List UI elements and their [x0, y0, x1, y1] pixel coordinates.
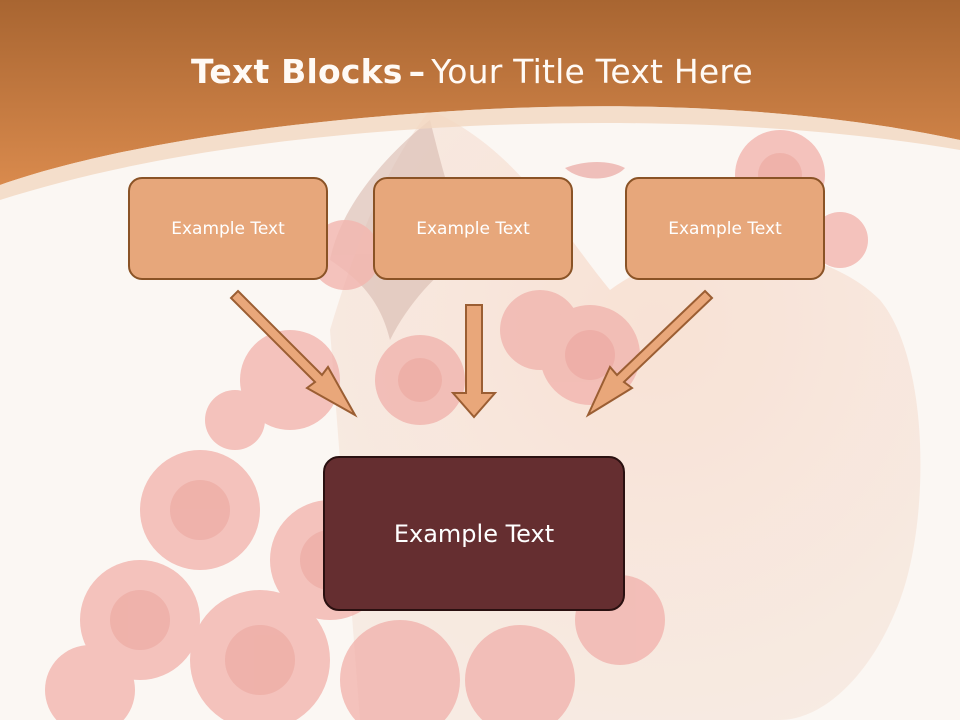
slide-title: Text Blocks–Your Title Text Here: [0, 52, 944, 91]
text-box-left-label: Example Text: [171, 218, 285, 239]
text-box-main[interactable]: Example Text: [323, 456, 625, 611]
title-rest: Your Title Text Here: [431, 52, 753, 91]
text-box-main-label: Example Text: [393, 519, 555, 548]
text-box-right[interactable]: Example Text: [625, 177, 825, 280]
text-box-center[interactable]: Example Text: [373, 177, 573, 280]
arrow-center-icon: [450, 304, 498, 419]
text-box-left[interactable]: Example Text: [128, 177, 328, 280]
text-box-center-label: Example Text: [416, 218, 530, 239]
arrow-right-icon: [585, 289, 714, 418]
header-swoosh: [0, 106, 960, 200]
title-bold: Text Blocks: [191, 52, 403, 91]
text-box-right-label: Example Text: [668, 218, 782, 239]
header-band: [0, 0, 960, 185]
title-dash: –: [408, 52, 426, 91]
arrow-left-icon: [229, 289, 358, 418]
